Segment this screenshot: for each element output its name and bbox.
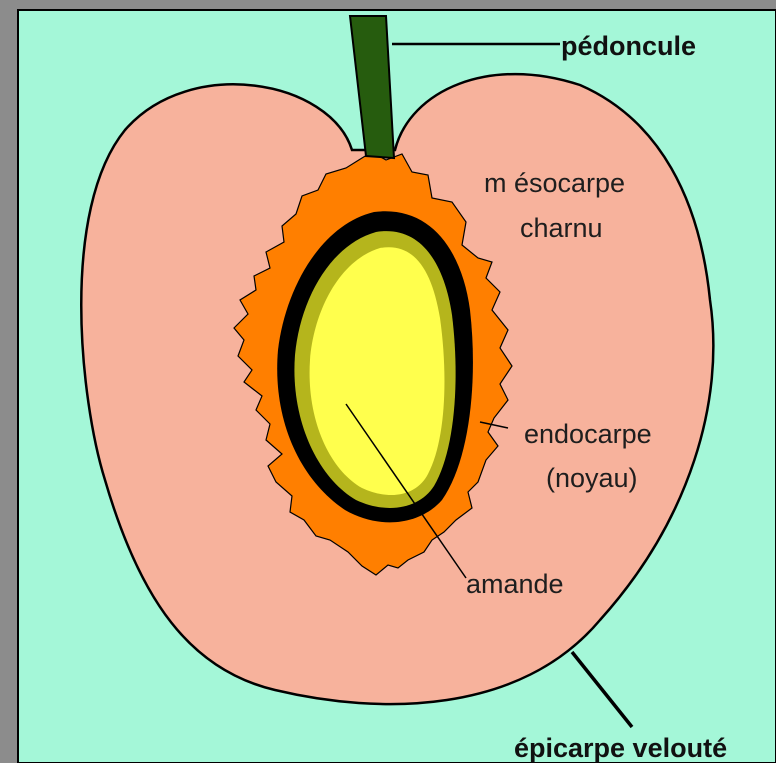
mesocarp-label-line1: m ésocarpe (484, 168, 625, 198)
endocarp-label-line1: endocarpe (524, 419, 652, 449)
mesocarp-label-line2: charnu (520, 213, 603, 243)
peduncle-label: pédoncule (561, 31, 696, 61)
endocarp-label-line2: (noyau) (546, 463, 638, 493)
epicarp-label: épicarpe velouté (514, 733, 727, 763)
almond-label: amande (466, 569, 564, 599)
